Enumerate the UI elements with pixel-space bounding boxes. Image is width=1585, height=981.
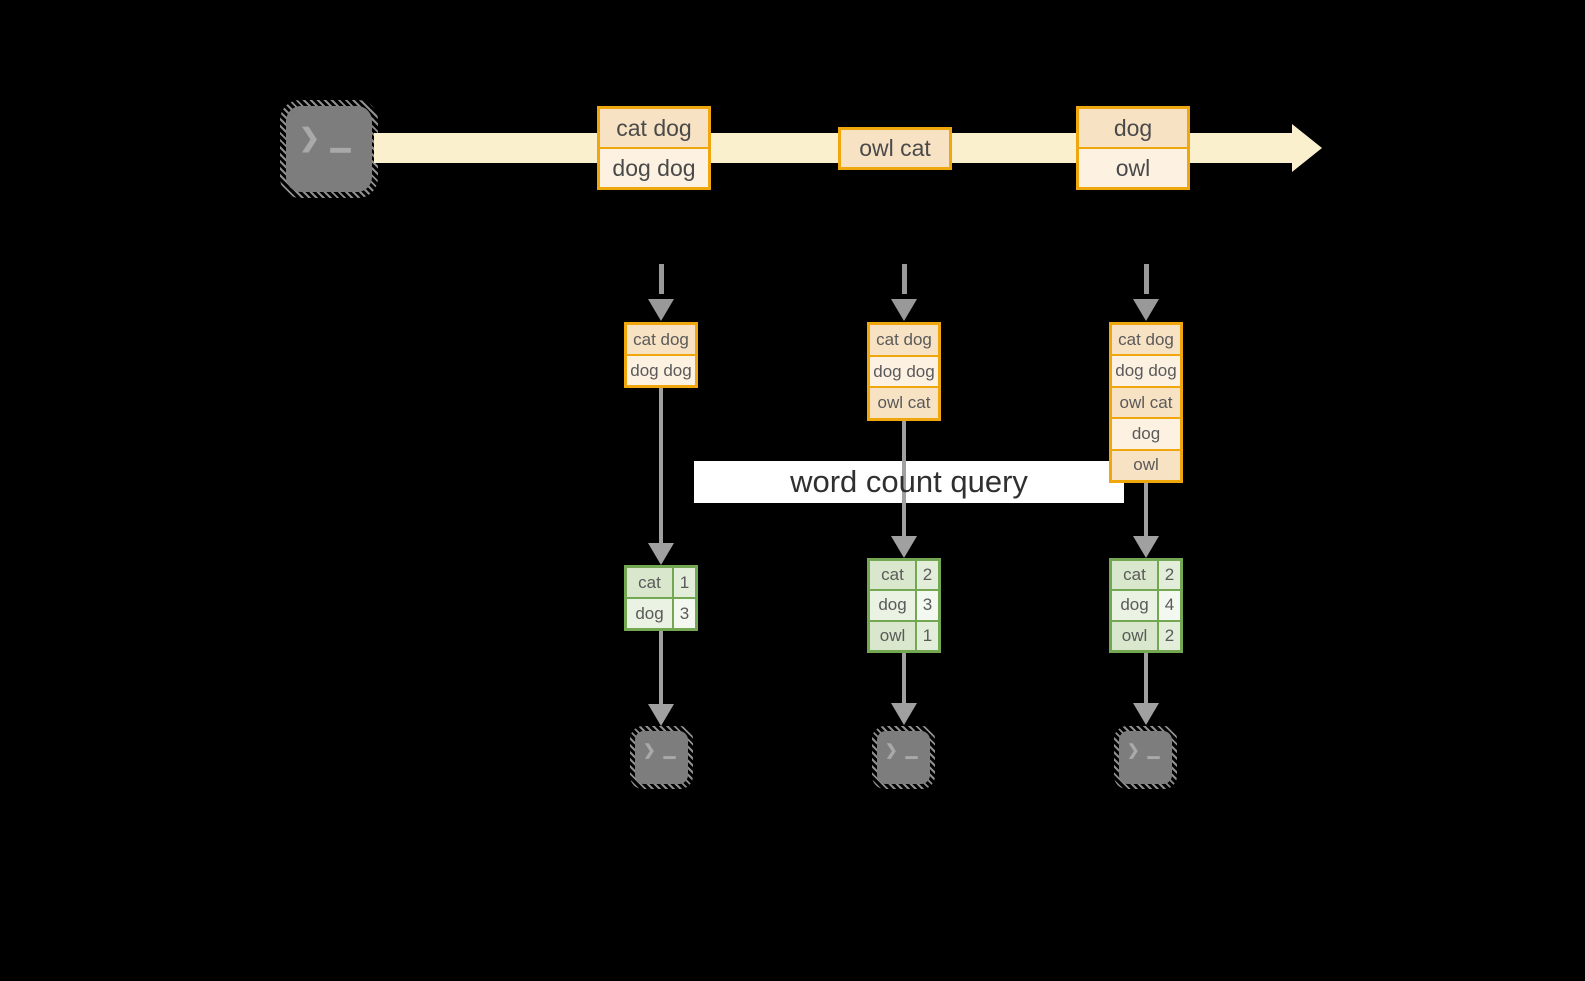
count-cell: 1	[674, 568, 695, 597]
stream-batch-3: dog owl	[1076, 106, 1190, 190]
arrow-head-icon	[891, 703, 917, 725]
count-cell: 3	[674, 599, 695, 628]
arrow-head-icon	[648, 543, 674, 565]
buffer-line: owl	[1112, 448, 1180, 481]
terminal-screen: ❯ ▁	[635, 731, 688, 784]
word-count-table-3: cat 2 dog 4 owl 2	[1109, 558, 1183, 653]
word-count-table-2: cat 2 dog 3 owl 1	[867, 558, 941, 653]
arrow-line	[1144, 483, 1148, 538]
stream-batch-1: cat dog dog dog	[597, 106, 711, 190]
arrow-line	[659, 631, 663, 706]
table-row: owl 2	[1112, 619, 1180, 650]
dashed-arrow-line	[902, 264, 907, 294]
buffer-line: owl cat	[1112, 385, 1180, 418]
sink-terminal-icon-1: ❯ ▁	[630, 726, 693, 789]
table-row: dog 3	[627, 597, 695, 628]
buffer-line: cat dog	[627, 325, 695, 354]
buffer-line: dog dog	[627, 354, 695, 385]
batch-line: dog	[1079, 109, 1187, 147]
terminal-prompt-icon: ❯ ▁	[885, 742, 920, 759]
arrow-head-icon	[891, 536, 917, 558]
dashed-arrow-line	[1144, 264, 1149, 294]
word-cell: cat	[870, 561, 917, 590]
word-cell: owl	[1112, 621, 1159, 650]
arrow-line	[902, 421, 906, 538]
batch-line: owl cat	[841, 130, 949, 167]
buffer-line: cat dog	[1112, 325, 1180, 355]
buffer-line: cat dog	[870, 325, 938, 355]
word-cell: dog	[1112, 591, 1159, 620]
buffer-line: owl cat	[870, 386, 938, 419]
arrow-line	[659, 388, 663, 545]
arrow-line	[1144, 653, 1148, 705]
buffer-box-1: cat dog dog dog	[624, 322, 698, 388]
sink-terminal-icon-3: ❯ ▁	[1114, 726, 1177, 789]
terminal-screen: ❯ ▁	[877, 731, 930, 784]
buffer-line: dog dog	[870, 354, 938, 387]
buffer-line: dog	[1112, 417, 1180, 449]
terminal-screen: ❯ ▁	[286, 106, 372, 192]
sink-terminal-icon-2: ❯ ▁	[872, 726, 935, 789]
stream-batch-2: owl cat	[838, 127, 952, 170]
terminal-prompt-icon: ❯ ▁	[1127, 742, 1162, 759]
word-count-table-1: cat 1 dog 3	[624, 565, 698, 631]
count-cell: 4	[1159, 591, 1180, 620]
table-row: cat 1	[627, 568, 695, 597]
terminal-screen: ❯ ▁	[1119, 731, 1172, 784]
batch-line: owl	[1079, 147, 1187, 187]
batch-line: cat dog	[600, 109, 708, 147]
word-cell: cat	[1112, 561, 1159, 590]
table-row: dog 4	[1112, 589, 1180, 620]
arrow-head-icon	[1133, 703, 1159, 725]
table-row: cat 2	[1112, 561, 1180, 590]
word-cell: cat	[627, 568, 674, 597]
query-band	[694, 461, 1124, 503]
arrow-line	[902, 653, 906, 705]
count-cell: 1	[917, 621, 938, 650]
dashed-arrow-line	[659, 264, 664, 294]
count-cell: 3	[917, 591, 938, 620]
dashed-arrow-head-icon	[648, 299, 674, 321]
table-row: dog 3	[870, 589, 938, 620]
arrow-head-icon	[1133, 536, 1159, 558]
dashed-arrow-head-icon	[891, 299, 917, 321]
dashed-arrow-head-icon	[1133, 299, 1159, 321]
batch-line: dog dog	[600, 147, 708, 187]
table-row: cat 2	[870, 561, 938, 590]
word-cell: owl	[870, 621, 917, 650]
buffer-box-3: cat dog dog dog owl cat dog owl	[1109, 322, 1183, 483]
terminal-prompt-icon: ❯ ▁	[643, 742, 678, 759]
buffer-box-2: cat dog dog dog owl cat	[867, 322, 941, 421]
terminal-prompt-icon: ❯ ▁	[299, 124, 353, 152]
count-cell: 2	[1159, 561, 1180, 590]
count-cell: 2	[917, 561, 938, 590]
buffer-line: dog dog	[1112, 354, 1180, 386]
word-cell: dog	[627, 599, 674, 628]
word-cell: dog	[870, 591, 917, 620]
table-row: owl 1	[870, 619, 938, 650]
source-terminal-icon: ❯ ▁	[280, 100, 378, 198]
arrow-head-icon	[648, 704, 674, 726]
stream-arrowhead-icon	[1292, 124, 1322, 172]
count-cell: 2	[1159, 621, 1180, 650]
